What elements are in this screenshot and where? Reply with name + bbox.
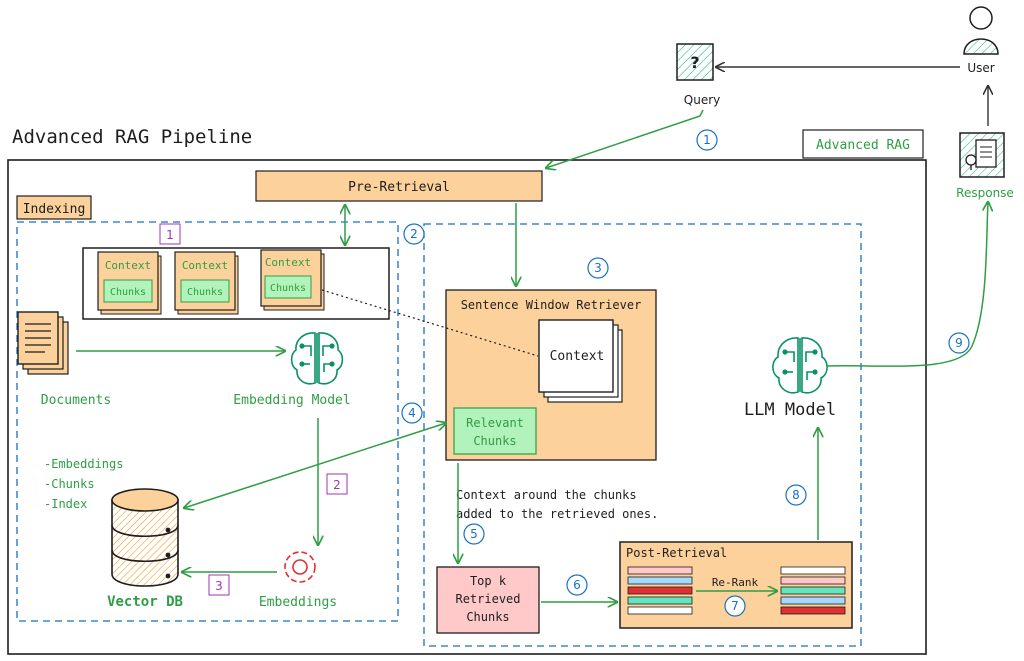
chunks-card-2-label: Chunks xyxy=(187,287,223,298)
response-label: Response xyxy=(956,186,1014,200)
vectordb-contents-chunks: -Chunks xyxy=(44,477,95,491)
chunks-card-1-label: Chunks xyxy=(110,287,146,298)
step-8-badge xyxy=(785,484,807,506)
context-card-2-label: Context xyxy=(182,259,228,272)
rerank-before-bar-3 xyxy=(627,586,693,595)
rerank-before-bar-2 xyxy=(627,576,693,585)
topk-box xyxy=(436,566,540,634)
documents-icon xyxy=(17,311,69,375)
response-icon xyxy=(959,132,1005,178)
indexing-label: Indexing xyxy=(23,202,86,217)
documents-label: Documents xyxy=(41,393,111,408)
context-note-line-2: added to the retrieved ones. xyxy=(456,507,658,521)
step-5-badge xyxy=(463,523,485,545)
context-card-1-label: Context xyxy=(105,259,151,272)
context-note-line-1: Context around the chunks xyxy=(456,488,637,502)
pre-retrieval-label: Pre-Retrieval xyxy=(348,180,450,195)
pipeline-frame xyxy=(7,159,927,655)
query-glyph: ? xyxy=(690,53,699,72)
rerank-before-bar-5 xyxy=(627,606,693,615)
vectordb-contents-index: -Index xyxy=(44,497,87,511)
window-context-label: Context xyxy=(550,349,605,364)
step-3-text: 3 xyxy=(594,261,602,275)
llm-to-response-arrow xyxy=(825,202,988,367)
rerank-after-bar-5 xyxy=(780,606,846,615)
user-label: User xyxy=(967,61,994,75)
llm-brain-icon xyxy=(772,337,828,394)
topk-line-2: Retrieved xyxy=(455,592,520,606)
context-card-1 xyxy=(97,251,162,315)
step-6-badge xyxy=(566,574,588,596)
llm-label: LLM Model xyxy=(744,400,836,420)
step-6-text: 6 xyxy=(573,578,581,592)
context-card-3-label: Context xyxy=(265,256,311,269)
step-7-text: 7 xyxy=(731,599,739,613)
step-3-badge xyxy=(587,257,609,279)
indexing-tag xyxy=(16,195,92,220)
step-2-badge xyxy=(403,223,425,245)
topk-line-1: Top k xyxy=(470,574,507,588)
vectordb-contents-embeddings: -Embeddings xyxy=(44,457,123,471)
post-retrieval-label: Post-Retrieval xyxy=(626,546,727,560)
window-context-stack xyxy=(538,319,623,403)
diagram-title: Advanced RAG Pipeline xyxy=(12,126,252,148)
query-icon xyxy=(676,43,714,81)
step-1-text: 1 xyxy=(703,133,711,147)
context-card-2 xyxy=(174,251,239,315)
embeddings-gear-icon xyxy=(284,551,316,583)
indexing-step-3-badge xyxy=(208,574,230,596)
rerank-label: Re-Rank xyxy=(712,576,759,589)
rerank-bars-before xyxy=(627,566,693,615)
topk-line-3: Chunks xyxy=(466,610,509,624)
step-4-text: 4 xyxy=(408,406,416,420)
vector-db-icon xyxy=(111,488,179,587)
query-to-pre-retrieval-arrow xyxy=(546,109,704,168)
context-card-3 xyxy=(260,249,325,311)
advanced-rag-label: Advanced RAG xyxy=(816,138,910,153)
rerank-before-bar-1 xyxy=(627,566,693,575)
query-label: Query xyxy=(684,93,720,107)
rerank-after-bar-4 xyxy=(780,596,846,605)
retriever-vectordb-arrow xyxy=(184,423,446,508)
indexing-step-3-text: 3 xyxy=(215,579,223,593)
indexing-step-1-text: 1 xyxy=(166,228,174,242)
vector-db-label: Vector DB xyxy=(107,594,183,610)
step-8-text: 8 xyxy=(792,488,800,502)
user-icon xyxy=(963,6,999,55)
embedding-model-label: Embedding Model xyxy=(233,393,350,408)
rerank-after-bar-2 xyxy=(780,576,846,585)
step-4-badge xyxy=(401,402,423,424)
step-7-badge xyxy=(724,595,746,617)
rerank-bars-after xyxy=(780,566,846,615)
sentence-window-label: Sentence Window Retriever xyxy=(461,298,642,312)
step-9-badge xyxy=(948,332,970,354)
embedding-model-brain-icon xyxy=(290,332,344,385)
rerank-before-bar-4 xyxy=(627,596,693,605)
step-1-badge xyxy=(696,129,718,151)
step-9-text: 9 xyxy=(955,336,963,350)
indexing-step-2-text: 2 xyxy=(333,478,341,492)
relevant-chunks-line-2: Chunks xyxy=(473,434,516,448)
relevant-chunks-line-1: Relevant xyxy=(466,416,524,430)
rerank-after-bar-1 xyxy=(780,566,846,575)
advanced-rag-box xyxy=(802,129,924,159)
rerank-after-bar-3 xyxy=(780,586,846,595)
relevant-chunks-box xyxy=(453,407,537,455)
chunks-card-3-label: Chunks xyxy=(270,283,306,294)
indexing-step-1-badge xyxy=(159,223,181,245)
step-2-text: 2 xyxy=(410,227,418,241)
step-5-text: 5 xyxy=(470,527,478,541)
pre-retrieval-box xyxy=(255,170,543,202)
embeddings-label: Embeddings xyxy=(259,595,337,610)
